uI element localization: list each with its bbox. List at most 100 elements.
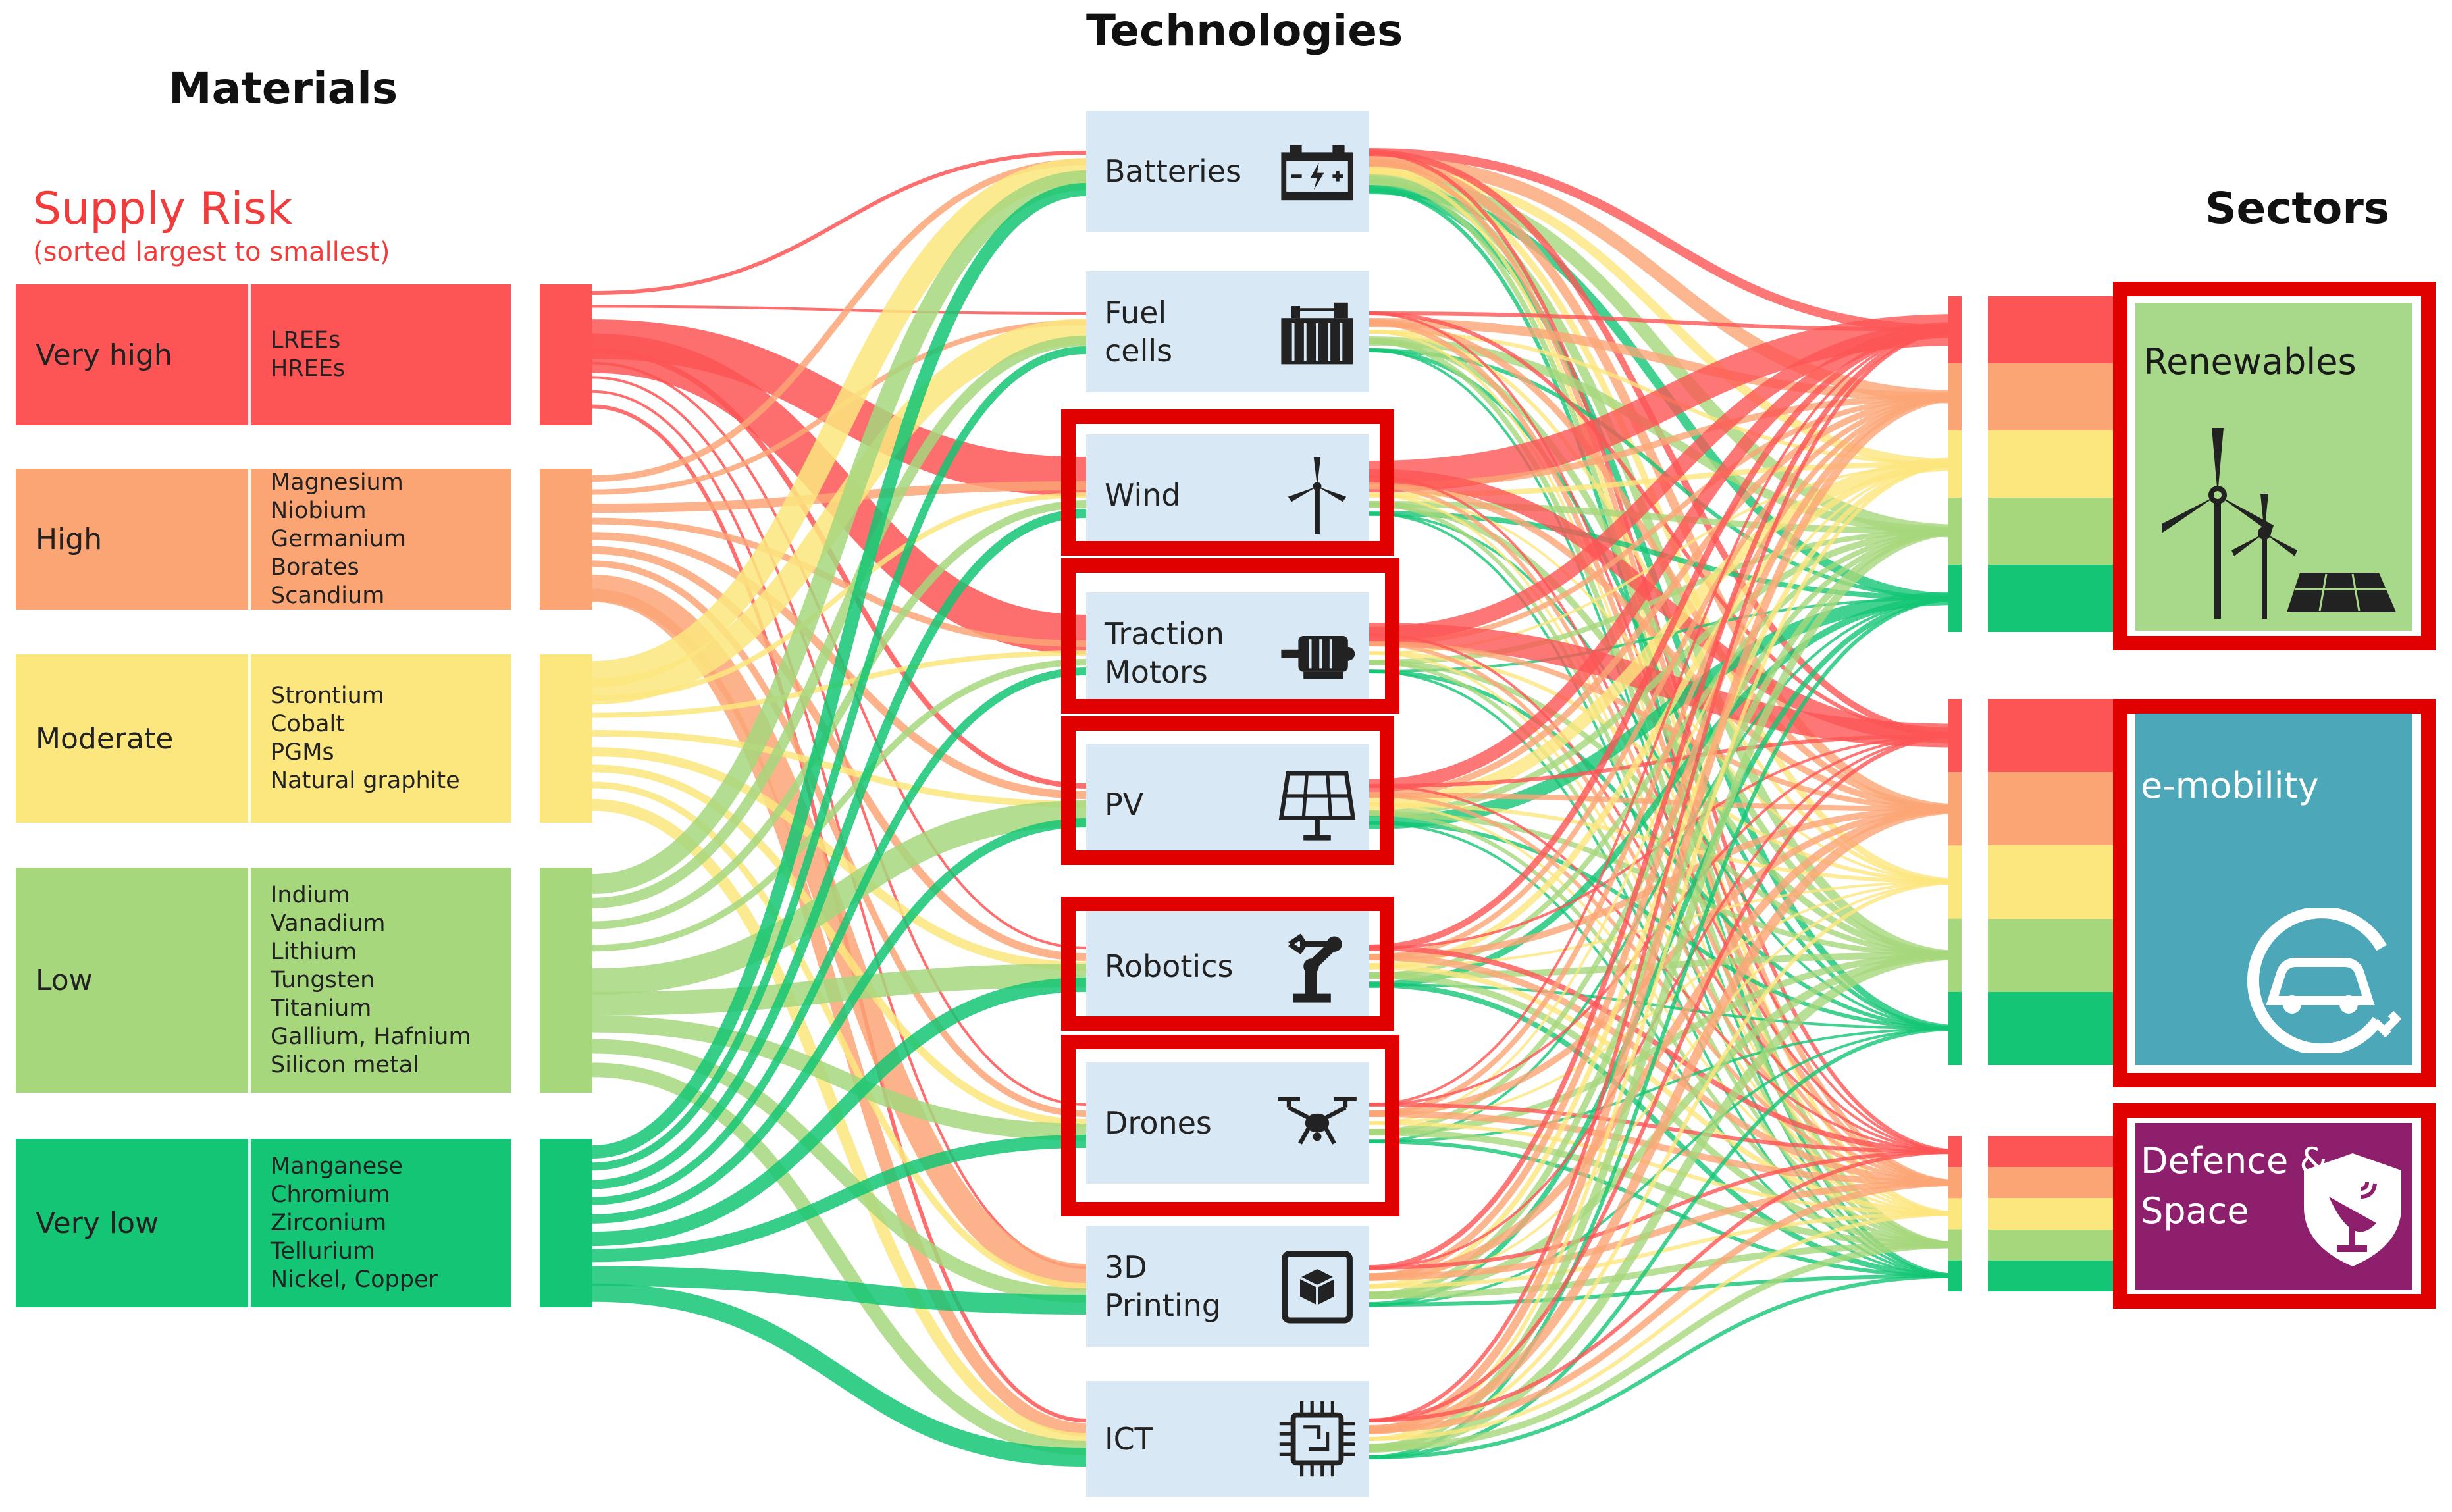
tech-batteries: Batteries bbox=[1086, 111, 1369, 232]
material-item: Vanadium bbox=[271, 910, 386, 937]
highlight-frame-pv bbox=[1061, 716, 1394, 865]
risk-outflow-bar bbox=[540, 868, 592, 1093]
flow-ribbon bbox=[1369, 623, 1962, 748]
material-item: Tungsten bbox=[271, 966, 375, 993]
flow-ribbon bbox=[1369, 311, 1962, 738]
flow-ribbon bbox=[592, 305, 1087, 315]
flow-ribbon bbox=[1369, 1027, 1962, 1306]
material-list: Magnesium Niobium Germanium Borates Scan… bbox=[251, 469, 406, 610]
sector-inflow-bar bbox=[1948, 1260, 1962, 1291]
flow-ribbon bbox=[592, 800, 1087, 995]
flow-ribbon bbox=[1369, 1179, 1962, 1433]
risk-box-high: High Magnesium Niobium Germanium Borates… bbox=[16, 469, 511, 610]
flow-ribbon bbox=[592, 667, 1087, 1205]
sector-stack-segment bbox=[1988, 430, 2113, 498]
material-item: Strontium bbox=[271, 683, 384, 709]
tech-robotics: Robotics bbox=[1086, 906, 1369, 1027]
technologies-heading: Technologies bbox=[1086, 5, 1403, 56]
flow-ribbon bbox=[1369, 326, 1962, 951]
flow-ribbon bbox=[592, 348, 1087, 789]
material-item: Manganese bbox=[271, 1153, 403, 1180]
flow-ribbon bbox=[1369, 1241, 1962, 1451]
risk-label: Low bbox=[16, 868, 251, 1093]
flow-ribbon bbox=[1369, 394, 1962, 1280]
tech-fuel-cells: Fuel cells bbox=[1086, 271, 1369, 392]
material-item: Lithium bbox=[271, 938, 357, 965]
flow-ribbon bbox=[1369, 733, 1962, 1422]
flow-ribbon bbox=[592, 492, 1087, 701]
risk-outflow-bar bbox=[540, 284, 592, 425]
flow-ribbon bbox=[1369, 669, 1962, 1031]
flow-ribbon bbox=[592, 1039, 1087, 1303]
flow-ribbon bbox=[592, 376, 1087, 1106]
sector-defence-space: Defence & Space bbox=[2135, 1123, 2412, 1290]
flow-ribbon bbox=[592, 517, 1087, 647]
flow-ribbon bbox=[592, 151, 1087, 295]
sector-renewables: Renewables bbox=[2135, 303, 2412, 631]
material-item: Chromium bbox=[271, 1181, 390, 1208]
sector-stack-segment bbox=[1988, 1260, 2113, 1291]
flow-ribbon bbox=[1369, 1179, 1962, 1280]
risk-outflow-bar bbox=[540, 469, 592, 610]
flow-ribbon bbox=[1369, 641, 1962, 812]
tech-label: Wind bbox=[1105, 477, 1181, 513]
tech-traction-motors: Traction Motors bbox=[1086, 592, 1369, 714]
flow-ribbon bbox=[1369, 323, 1962, 793]
flow-ribbon bbox=[1369, 512, 1962, 1030]
material-list: Indium Vanadium Lithium Tungsten Titaniu… bbox=[251, 868, 471, 1093]
flow-ribbon bbox=[592, 390, 1087, 1269]
motor-icon bbox=[1281, 636, 1355, 679]
sector-stack-segment bbox=[1988, 363, 2113, 430]
flow-ribbon bbox=[1369, 1212, 1962, 1441]
risk-label: Very low bbox=[16, 1139, 251, 1307]
flow-ribbon bbox=[592, 183, 1087, 1159]
tech-ict: ICT bbox=[1086, 1381, 1369, 1497]
flow-ribbon bbox=[1369, 660, 1962, 958]
sector-inflow-bar bbox=[1948, 1229, 1962, 1261]
material-item: Zirconium bbox=[271, 1209, 387, 1236]
material-item: Germanium bbox=[271, 525, 407, 552]
flow-ribbon bbox=[1369, 475, 1962, 1153]
tech-label-line: Traction bbox=[1105, 616, 1224, 652]
flow-ribbon bbox=[592, 818, 1087, 1224]
flow-ribbon bbox=[1369, 394, 1962, 960]
flow-ribbon bbox=[1369, 314, 1962, 492]
material-item: Nickel, Copper bbox=[271, 1266, 438, 1293]
flow-ribbon bbox=[1369, 1121, 1962, 1216]
tech-label: 3D Printing bbox=[1086, 1248, 1274, 1324]
flow-ribbon bbox=[1369, 482, 1962, 812]
tech-pv: PV bbox=[1086, 744, 1369, 865]
drone-icon bbox=[1278, 1097, 1357, 1145]
sector-inflow-bar bbox=[1948, 1136, 1962, 1168]
material-item: Titanium bbox=[271, 995, 372, 1022]
material-item: Scandium bbox=[271, 582, 385, 609]
sector-inflow-bar bbox=[1948, 699, 1962, 773]
sector-label: e-mobility bbox=[2141, 765, 2319, 806]
flow-ribbon bbox=[592, 764, 1087, 1127]
sector-stack-segment bbox=[1988, 1167, 2113, 1199]
risk-label: High bbox=[16, 469, 251, 610]
wind-turbine-icon bbox=[1288, 457, 1347, 534]
sector-inflow-bar bbox=[1948, 1198, 1962, 1230]
material-item: Gallium, Hafnium bbox=[271, 1023, 471, 1050]
flow-ribbon bbox=[592, 336, 1087, 908]
flow-ribbon bbox=[1369, 805, 1962, 960]
flow-ribbon bbox=[1369, 328, 1962, 1422]
sector-inflow-bar bbox=[1948, 296, 1962, 363]
supply-risk-title: Supply Risk bbox=[33, 183, 293, 235]
flow-ribbon bbox=[1369, 394, 1962, 798]
material-item: HREEs bbox=[271, 355, 346, 382]
flow-ribbon bbox=[1369, 1129, 1962, 1249]
sector-inflow-bar bbox=[1948, 845, 1962, 919]
flow-ribbon bbox=[592, 659, 1087, 952]
flow-ribbon bbox=[1369, 1149, 1962, 1422]
tech-drones: Drones bbox=[1086, 1062, 1369, 1184]
material-item: Borates bbox=[271, 554, 359, 581]
flow-ribbon bbox=[1369, 1274, 1962, 1307]
material-item: PGMs bbox=[271, 739, 334, 766]
battery-icon bbox=[1281, 145, 1353, 201]
sector-inflow-bar bbox=[1948, 565, 1962, 632]
flow-ribbon bbox=[592, 158, 1087, 687]
sector-inflow-bar bbox=[1948, 772, 1962, 846]
